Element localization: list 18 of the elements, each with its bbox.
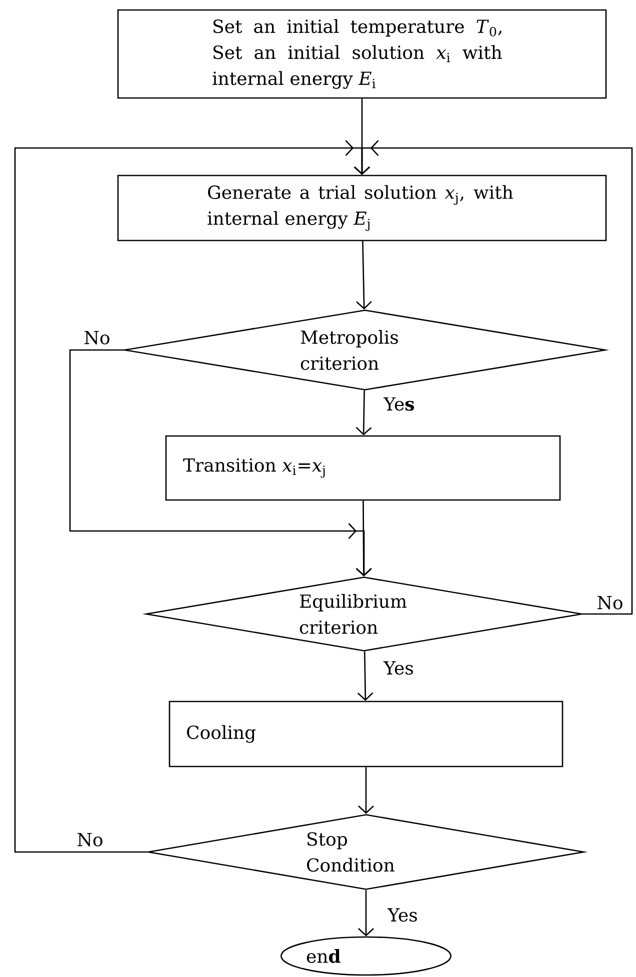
arrow	[14, 140, 370, 853]
arrow	[358, 890, 374, 936]
edge-label: No	[76, 832, 104, 848]
arrow	[356, 241, 372, 310]
arrow	[358, 767, 374, 814]
process-box: Set an initial temperature T$_{0}$, Set an initial solution x$_{i}$ with internal energy E$_{i}$	[117, 9, 607, 99]
edge-label: No	[596, 594, 624, 610]
arrow	[356, 390, 372, 436]
process-box: Transition x$_{i}$=x$_{j}$	[165, 435, 561, 501]
arrow	[69, 349, 372, 576]
arrow	[357, 652, 374, 701]
edge-label: Yes	[386, 907, 419, 923]
process-box: Generate a trial solution x$_{j}$, with internal energy E$_{j}$	[117, 174, 607, 242]
edge-label: Yes	[382, 660, 415, 676]
edge-label: Yes	[382, 396, 416, 412]
arrow	[356, 500, 372, 576]
edge-label: No	[82, 330, 112, 346]
process-box: Cooling	[168, 700, 564, 768]
